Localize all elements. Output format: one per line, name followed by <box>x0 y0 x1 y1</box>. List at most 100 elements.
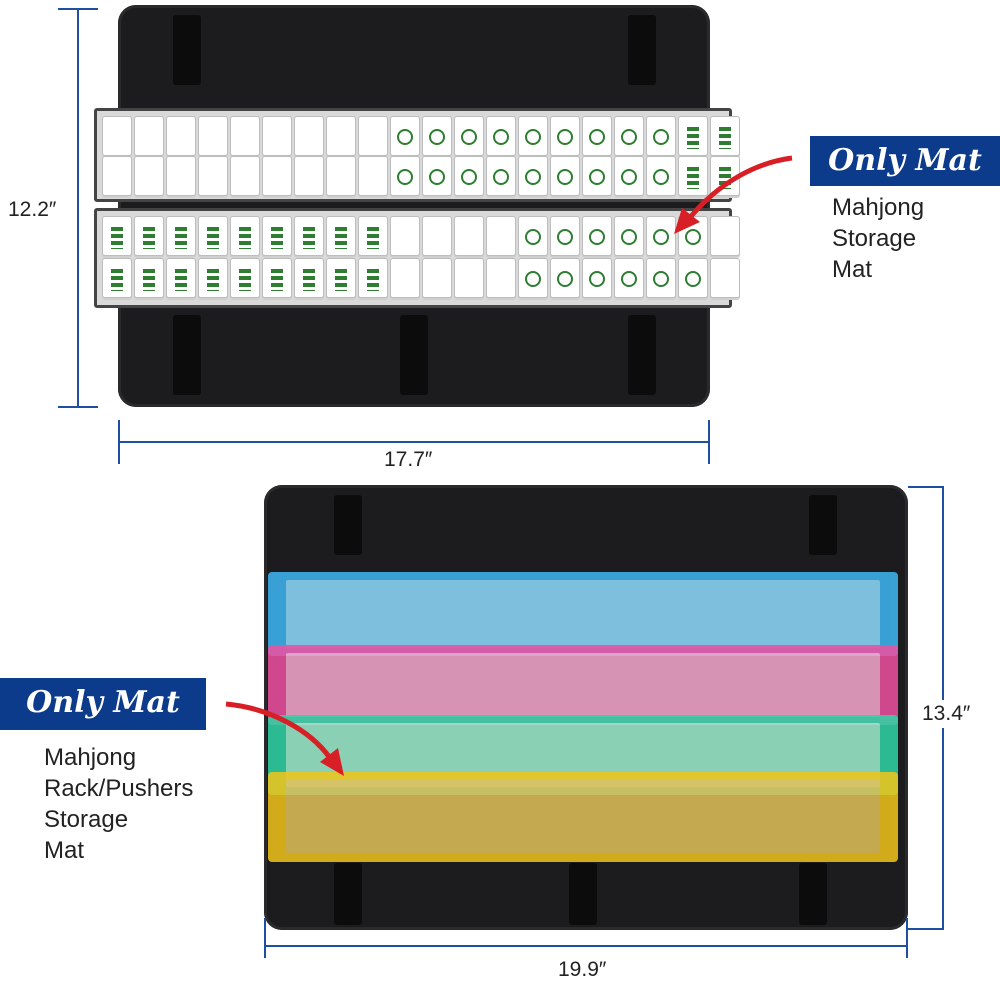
mahjong-tile <box>582 156 612 196</box>
mahjong-tile <box>678 156 708 196</box>
mahjong-tile <box>326 116 356 156</box>
description-line: Mat <box>44 837 85 864</box>
tile-row <box>102 258 740 298</box>
mahjong-tile <box>518 156 548 196</box>
mahjong-tile <box>230 258 260 298</box>
mahjong-tile <box>358 216 388 256</box>
rack-pusher-pink <box>268 645 898 725</box>
mahjong-tile <box>102 258 132 298</box>
mahjong-tile <box>166 116 196 156</box>
top-storage-mat <box>118 5 710 407</box>
mahjong-tile <box>166 258 196 298</box>
mat-strap <box>799 863 827 925</box>
mahjong-tile <box>614 258 644 298</box>
mat-strap <box>173 315 201 395</box>
mahjong-tile <box>230 216 260 256</box>
mahjong-tile <box>294 156 324 196</box>
mahjong-tile <box>486 216 516 256</box>
mat-strap <box>173 15 201 85</box>
mat-strap <box>628 15 656 85</box>
mahjong-tile <box>198 116 228 156</box>
mahjong-tile <box>550 156 580 196</box>
mahjong-tile <box>198 156 228 196</box>
mahjong-tile <box>550 258 580 298</box>
mahjong-tile <box>262 116 292 156</box>
mahjong-tile <box>550 216 580 256</box>
mahjong-tile <box>550 116 580 156</box>
description-line: Storage <box>832 225 917 252</box>
description-line: Rack/Pushers <box>44 775 194 802</box>
mahjong-tile <box>102 116 132 156</box>
rack-pusher-blue <box>268 572 898 656</box>
mahjong-tile <box>134 216 164 256</box>
mahjong-tile <box>518 116 548 156</box>
mahjong-tile <box>358 156 388 196</box>
mahjong-tile <box>358 116 388 156</box>
description-line: Storage <box>44 806 129 833</box>
description-line: Mahjong <box>44 744 137 771</box>
mahjong-tile <box>102 216 132 256</box>
mahjong-tile <box>294 216 324 256</box>
mahjong-tile <box>678 258 708 298</box>
mahjong-tile <box>262 216 292 256</box>
mahjong-tile <box>646 156 676 196</box>
mahjong-tile <box>710 216 740 256</box>
mahjong-tile <box>390 216 420 256</box>
mahjong-tile <box>166 216 196 256</box>
top-description: Mahjong Storage Mat <box>832 192 924 285</box>
mat-strap <box>569 863 597 925</box>
mahjong-tile <box>678 116 708 156</box>
pointer-arrow-top <box>674 155 793 234</box>
mahjong-tile <box>614 156 644 196</box>
tile-row <box>102 116 740 156</box>
bottom-height-label: 13.4″ <box>922 700 971 728</box>
bottom-description: Mahjong Rack/Pushers Storage Mat <box>44 742 193 866</box>
mahjong-tile <box>198 216 228 256</box>
mahjong-tile <box>454 258 484 298</box>
mahjong-tile <box>262 156 292 196</box>
bottom-width-label: 19.9″ <box>552 958 613 982</box>
mahjong-tile <box>294 116 324 156</box>
mahjong-tile <box>230 116 260 156</box>
mahjong-tile <box>614 116 644 156</box>
mahjong-tile <box>614 216 644 256</box>
mahjong-tile <box>454 216 484 256</box>
mat-strap <box>809 495 837 555</box>
mat-strap <box>334 863 362 925</box>
mahjong-tile <box>582 116 612 156</box>
mat-strap <box>334 495 362 555</box>
mahjong-tile <box>518 216 548 256</box>
mahjong-tile <box>326 258 356 298</box>
mahjong-tile <box>134 116 164 156</box>
mahjong-tile <box>390 258 420 298</box>
mahjong-tile <box>486 116 516 156</box>
mahjong-tile <box>198 258 228 298</box>
description-line: Mat <box>832 256 873 283</box>
mahjong-tile <box>294 258 324 298</box>
mahjong-tile <box>102 156 132 196</box>
mahjong-tile <box>166 156 196 196</box>
mahjong-tile <box>454 116 484 156</box>
pointer-arrow-bottom <box>225 701 344 776</box>
mahjong-tile <box>454 156 484 196</box>
mahjong-tile <box>422 156 452 196</box>
mahjong-tile <box>646 116 676 156</box>
mahjong-tile <box>518 258 548 298</box>
mat-strap <box>628 315 656 395</box>
mahjong-tile <box>710 258 740 298</box>
mahjong-tile <box>390 156 420 196</box>
mahjong-tile <box>390 116 420 156</box>
mahjong-tile <box>646 258 676 298</box>
mahjong-tile <box>486 156 516 196</box>
mahjong-tile <box>326 156 356 196</box>
mat-strap <box>400 315 428 395</box>
tile-row <box>102 156 740 196</box>
rack-pusher-yellow <box>268 772 898 862</box>
mahjong-tile <box>134 258 164 298</box>
mahjong-tile <box>486 258 516 298</box>
description-line: Mahjong <box>832 194 925 221</box>
only-mat-badge-top: Only Mat <box>810 136 1000 186</box>
mahjong-tile <box>646 216 676 256</box>
mahjong-tile <box>582 258 612 298</box>
mahjong-tile <box>134 156 164 196</box>
